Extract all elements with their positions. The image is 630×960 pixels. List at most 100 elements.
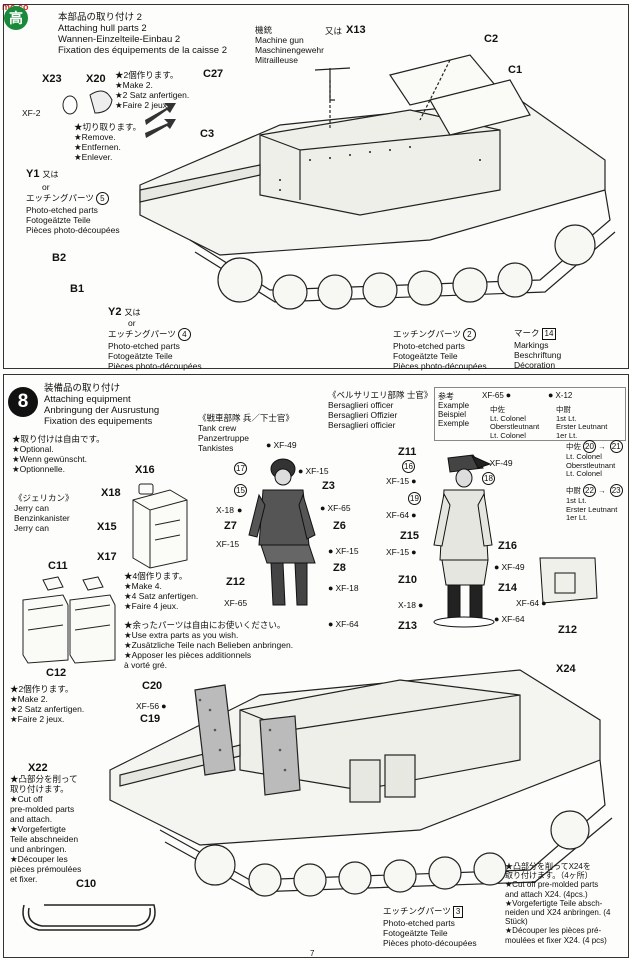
part-z12b: Z12 bbox=[558, 624, 577, 636]
part-y1: Y1 又は bbox=[26, 168, 59, 180]
cut-note-left: ★凸部分を削って 取り付けます。 ★Cut off pre-molded par… bbox=[10, 774, 82, 884]
make2-note-b: ★2個作ります。 ★Make 2. ★2 Satz anfertigen. ★F… bbox=[10, 684, 85, 724]
officer-z10: Z10 bbox=[398, 574, 417, 586]
page-number: 7 bbox=[310, 949, 315, 958]
rank-first-lt: 中尉 1st Lt. Erster Leutnant 1er Lt. bbox=[556, 405, 608, 440]
step7-logo: 高 bbox=[4, 6, 28, 30]
jerry-can-title: 《ジェリカン》 Jerry can Benzinkanister Jerry c… bbox=[14, 493, 74, 533]
officer-z14: Z14 bbox=[498, 582, 517, 594]
part-x23: X23 bbox=[42, 73, 62, 85]
optional-note: ★取り付けは自由です。 ★Optional. ★Wenn gewünscht. … bbox=[12, 434, 105, 474]
part-c19: C19 bbox=[140, 713, 161, 725]
crew-z7: Z7 bbox=[224, 520, 237, 532]
officer-z13: Z13 bbox=[398, 620, 417, 632]
part-x17: X17 bbox=[97, 551, 117, 563]
step7-part-sketches bbox=[62, 90, 176, 138]
cut-note-right: ★凸部分を削ってX24を 取り付けます。（4ヶ所） ★Cut off pre-m… bbox=[505, 862, 611, 945]
crew-xf15c: XF-15 bbox=[328, 546, 359, 556]
example-box-title: 参考 Example Beispiel Exemple bbox=[438, 392, 470, 428]
crew-decal15: 15 bbox=[232, 484, 247, 497]
step7-title: 本部品の取り付け 2 Attaching hull parts 2 Wannen… bbox=[58, 12, 227, 56]
officer-xf15b: XF-15 bbox=[386, 547, 419, 557]
crew-xf65: XF-65 bbox=[320, 503, 351, 513]
part-y2: Y2 又は bbox=[108, 306, 141, 318]
example-box bbox=[434, 387, 626, 441]
part-x13: X13 bbox=[346, 24, 366, 36]
part-x15: X15 bbox=[97, 521, 117, 533]
step8-panel bbox=[3, 374, 629, 958]
part-c10: C10 bbox=[76, 878, 97, 890]
z12-belt-sketch bbox=[539, 557, 598, 604]
officer-xf64b: XF-64 bbox=[494, 614, 525, 624]
make2-note: ★2個作ります。 ★Make 2. ★2 Satz anfertigen. ★F… bbox=[115, 70, 190, 110]
step8-title: 装備品の取り付け Attaching equipment Anbringung … bbox=[44, 383, 160, 427]
part-c1: C1 bbox=[508, 64, 523, 76]
bersaglieri-figure bbox=[433, 454, 495, 628]
example-xf65: XF-65 bbox=[482, 390, 513, 401]
part-c27: C27 bbox=[203, 68, 224, 80]
c10-cable-sketch bbox=[22, 904, 156, 931]
bersaglieri-title: 《ベルサリエリ部隊 士官》 Bersaglieri officer Bersag… bbox=[328, 390, 433, 430]
officer-decal16: 16 bbox=[400, 460, 415, 473]
tank-crew-figure bbox=[248, 458, 316, 606]
part-b1: B1 bbox=[70, 283, 85, 295]
crew-xf64: XF-64 bbox=[328, 619, 359, 629]
officer-z15: Z15 bbox=[400, 530, 419, 542]
part-x24: X24 bbox=[556, 663, 576, 675]
crew-z12: Z12 bbox=[226, 576, 245, 588]
rank-lt-colonel: 中佐 Lt. Colonel Oberstleutnant Lt. Colone… bbox=[490, 405, 540, 440]
tank-crew-title: 《戦車部隊 兵／下士官》 Tank crew Panzertruppe Tank… bbox=[198, 413, 294, 453]
part-x20: X20 bbox=[86, 73, 106, 85]
officer-z16: Z16 bbox=[498, 540, 517, 552]
officer-decal18: 18 bbox=[480, 472, 495, 485]
crew-xf18: XF-18 bbox=[328, 583, 359, 593]
crew-decal17: 17 bbox=[232, 462, 247, 475]
paint-xf56: XF-56 bbox=[136, 701, 169, 711]
crew-z8: Z8 bbox=[333, 562, 346, 574]
officer-x18: X-18 bbox=[398, 600, 425, 610]
officer-xf49b: XF-49 bbox=[494, 562, 525, 572]
part-c12: C12 bbox=[46, 667, 67, 679]
crew-xf65b: XF-65 bbox=[224, 598, 248, 608]
officer-xf15: XF-15 bbox=[386, 476, 419, 486]
officer-z11: Z11 bbox=[398, 446, 417, 458]
step8-number: 8 bbox=[8, 387, 38, 417]
z12-xf64: XF-64 bbox=[516, 598, 549, 608]
part-c20: C20 bbox=[142, 680, 163, 692]
step7-tank-drawing bbox=[139, 54, 616, 310]
part-x18: X18 bbox=[101, 487, 121, 499]
example-x12: X-12 bbox=[548, 390, 572, 401]
crew-x18: X-18 bbox=[216, 505, 244, 515]
crew-xf15b: XF-15 bbox=[216, 539, 240, 549]
step7-panel bbox=[3, 4, 629, 369]
x13-or: 又は bbox=[325, 26, 343, 36]
part-x16: X16 bbox=[135, 464, 155, 476]
crew-z6: Z6 bbox=[333, 520, 346, 532]
extra-parts-note: ★余ったパーツは自由にお使いください。 ★Use extra parts as … bbox=[124, 620, 294, 670]
officer-decal19: 19 bbox=[406, 492, 421, 505]
machine-gun-label: 機銃 Machine gun Maschinengewehr Mitraille… bbox=[255, 25, 324, 65]
part-c2: C2 bbox=[484, 33, 499, 45]
crew-xf49: XF-49 bbox=[266, 440, 297, 450]
part-x22: X22 bbox=[28, 762, 48, 774]
jerry-can-drawing bbox=[132, 483, 188, 569]
paint-xf2: XF-2 bbox=[22, 108, 41, 118]
step8-tank-drawing bbox=[109, 669, 613, 897]
part-b2: B2 bbox=[52, 252, 67, 264]
make4-note: ★4個作ります。 ★Make 4. ★4 Satz anfertigen. ★F… bbox=[124, 571, 199, 611]
c11-c12-can-drawing bbox=[22, 576, 116, 664]
officer-xf64: XF-64 bbox=[386, 510, 419, 520]
part-c3: C3 bbox=[200, 128, 215, 140]
part-c11: C11 bbox=[48, 560, 68, 572]
crew-z3: Z3 bbox=[322, 480, 335, 492]
crew-xf15: XF-15 bbox=[298, 466, 329, 476]
remove-note: ★切り取ります。 ★Remove. ★Entfernen. ★Enlever. bbox=[74, 122, 142, 162]
